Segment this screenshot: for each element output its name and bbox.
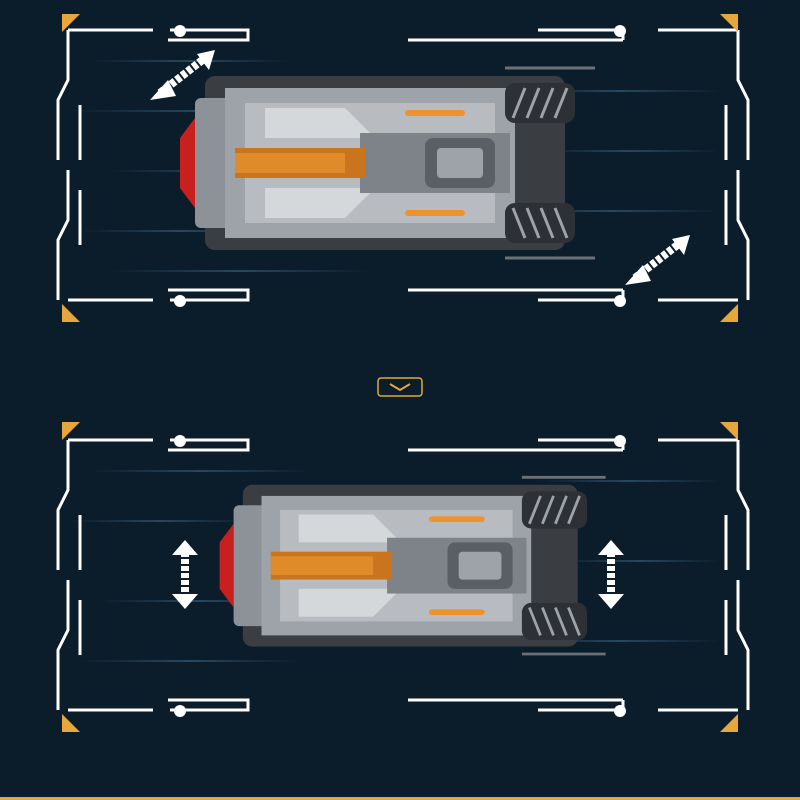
vehicle-top-view [178,66,597,260]
bottom-accent-line [0,797,800,800]
vertical-double-arrow-icon [172,540,198,609]
vehicle-top-view [218,475,607,656]
speed-streaks [70,470,720,662]
corner-accents [62,14,738,322]
corner-accents [62,422,738,732]
diagonal-double-arrow-icon [150,50,215,100]
lateral-move-panel [56,422,750,732]
chevron-down-icon [377,377,423,397]
diagonal-move-panel [56,14,750,322]
vertical-double-arrow-icon [598,540,624,609]
diagonal-double-arrow-icon [625,235,690,285]
